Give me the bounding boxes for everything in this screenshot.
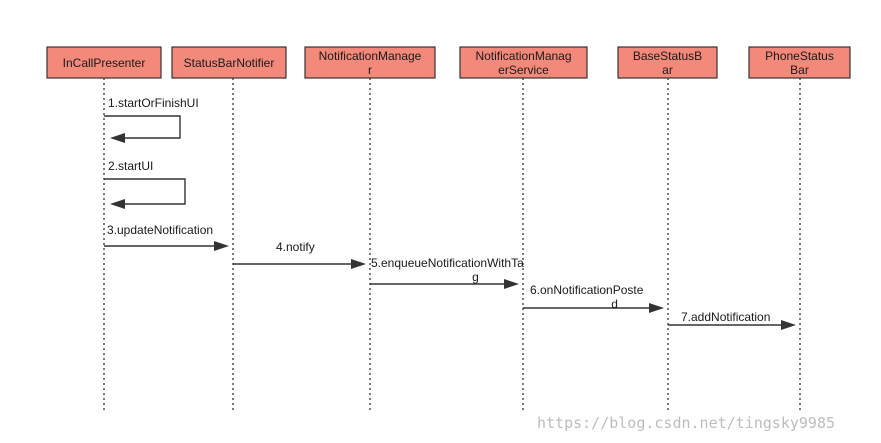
participant: InCallPresenter: [46, 46, 162, 79]
participant-box: [748, 46, 851, 79]
arrowhead: [214, 241, 229, 251]
message-line: [104, 115, 181, 139]
participants: InCallPresenter StatusBarNotifier Notifica…: [46, 46, 851, 79]
arrowhead: [351, 259, 366, 269]
participant-box: [304, 46, 436, 79]
participant-label: erService: [498, 63, 549, 77]
arrowhead: [781, 320, 796, 330]
message: 1.startOrFinishUI: [104, 96, 199, 143]
message-label: d: [611, 297, 618, 311]
message: 4.notify: [233, 240, 366, 269]
participant-label: PhoneStatus: [765, 49, 834, 63]
participant-box: [46, 46, 162, 79]
arrowhead: [110, 199, 125, 209]
participant-label: StatusBarNotifier: [184, 56, 275, 70]
watermark-text: https://blog.csdn.net/tingsky9985: [537, 414, 835, 432]
message-label: 2.startUI: [108, 159, 153, 173]
message: 2.startUI: [104, 159, 186, 209]
lifelines: [103, 78, 801, 412]
message-line: [104, 178, 186, 205]
message-label: 3.updateNotification: [107, 223, 213, 237]
message-label: 5.enqueueNotificationWithTa: [371, 256, 524, 270]
participant-label: NotificationManag: [475, 49, 571, 63]
arrowhead: [649, 303, 664, 313]
arrowhead: [110, 133, 125, 143]
participant-box: [459, 46, 588, 79]
message-label: 6.onNotificationPoste: [530, 283, 644, 297]
message: 3.updateNotification: [104, 223, 229, 251]
message-label: 4.notify: [276, 240, 315, 254]
message-label: g: [472, 270, 479, 284]
participant-box: [617, 46, 718, 79]
participant-box: [171, 46, 287, 79]
arrowhead: [504, 279, 519, 289]
participant-label: ar: [662, 63, 673, 77]
messages: 1.startOrFinishUI 2.startUI 3.updateNotifi…: [104, 96, 796, 330]
participant-label: r: [368, 63, 372, 77]
participant-label: BaseStatusB: [633, 49, 702, 63]
participant: StatusBarNotifier: [171, 46, 287, 79]
participant-label: NotificationManage: [319, 49, 422, 63]
message-label: 7.addNotification: [681, 310, 770, 324]
message-label: 1.startOrFinishUI: [108, 96, 199, 110]
participant-label: InCallPresenter: [63, 56, 146, 70]
message: 7.addNotification: [668, 310, 796, 330]
participant-label: Bar: [790, 63, 809, 77]
